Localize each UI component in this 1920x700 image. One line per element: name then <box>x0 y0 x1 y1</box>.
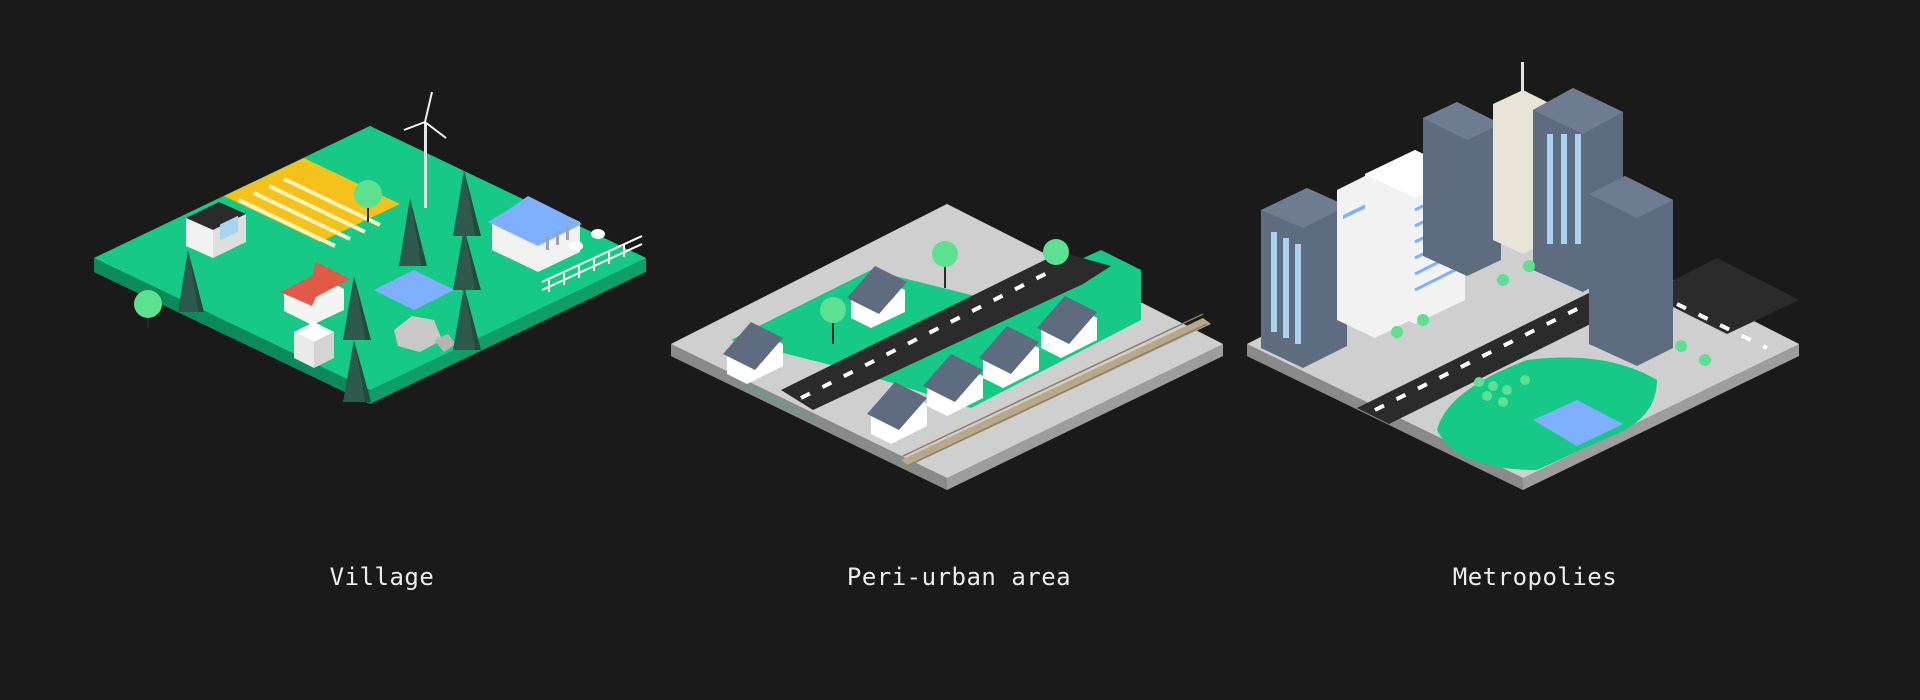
round-trees <box>134 180 382 328</box>
scene-label-village: Village <box>329 563 435 591</box>
sheep <box>591 229 605 239</box>
house <box>979 326 1039 388</box>
scene-label-metropolis: Metropolies <box>1452 563 1618 591</box>
skyscraper <box>1423 102 1501 276</box>
village-panel: Village <box>94 0 670 700</box>
village-illustration <box>94 91 646 404</box>
house <box>1037 296 1097 358</box>
wind-turbine <box>403 91 447 208</box>
peri-urban-panel: Peri-urban area <box>671 0 1247 700</box>
wheat-field <box>224 158 400 248</box>
house <box>923 354 983 416</box>
boulder <box>394 316 442 352</box>
peri-urban-illustration <box>671 204 1223 490</box>
railway <box>901 313 1211 467</box>
metropolis-panel: Metropolies <box>1247 0 1823 700</box>
metropolis-illustration <box>1247 62 1799 490</box>
skyscraper <box>1589 176 1673 366</box>
street-trees <box>1391 260 1711 407</box>
road <box>781 252 1111 410</box>
pond <box>374 270 454 310</box>
sheep <box>569 241 583 251</box>
road <box>1357 258 1799 424</box>
red-roof-cottage <box>280 262 350 325</box>
farmhouse <box>488 196 582 272</box>
solar-house <box>186 202 246 258</box>
house <box>847 266 907 328</box>
house <box>723 322 783 384</box>
storage-shed <box>294 322 334 368</box>
round-trees <box>820 239 1069 344</box>
conifer-trees <box>178 170 481 402</box>
fence <box>541 235 643 292</box>
scene-label-peri-urban: Peri-urban area <box>846 563 1072 591</box>
skyscraper <box>1261 188 1347 368</box>
house <box>867 382 927 444</box>
